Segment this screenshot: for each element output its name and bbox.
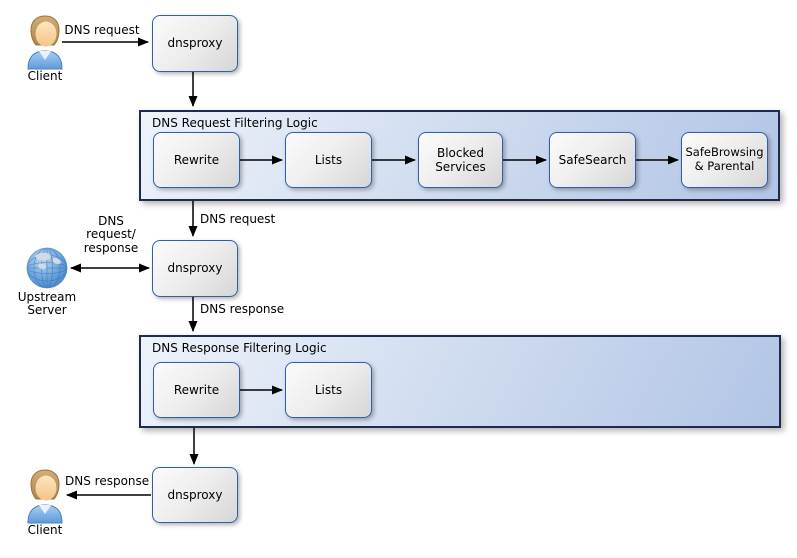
step-lists-request: Lists <box>285 132 372 188</box>
client-top-label: Client <box>27 69 63 83</box>
step-rewrite-response: Rewrite <box>153 362 240 418</box>
step-label: Rewrite <box>173 382 220 397</box>
edge-label-proxy-to-response-filter: DNS response <box>200 302 285 316</box>
client-person-icon <box>27 15 63 70</box>
dns-response-filtering-container: DNS Response Filtering Logic <box>139 335 781 428</box>
edge-label-proxy-to-client: DNS response <box>65 474 150 488</box>
dns-response-filtering-title: DNS Response Filtering Logic <box>152 341 327 355</box>
dnsproxy-node-bottom: dnsproxy <box>152 467 238 523</box>
dnsproxy-node-top: dnsproxy <box>152 15 238 72</box>
dnsproxy-node-mid-label: dnsproxy <box>167 261 223 276</box>
step-label: SafeBrowsing & Parental <box>685 145 764 173</box>
upstream-server-globe-icon <box>26 247 68 289</box>
step-lists-response: Lists <box>285 362 372 418</box>
edge-label-upstream-exchange: DNS request/ response <box>83 214 139 255</box>
edge-label-filter-to-proxy: DNS request <box>200 212 276 226</box>
step-label: Blocked Services <box>435 145 486 174</box>
step-label: SafeSearch <box>558 152 627 167</box>
client-person-icon-bottom <box>27 469 63 524</box>
dnsproxy-node-bottom-label: dnsproxy <box>167 487 223 502</box>
step-safebrowsing-parental: SafeBrowsing & Parental <box>681 132 768 188</box>
step-blocked-services: Blocked Services <box>418 132 503 188</box>
client-bottom-label: Client <box>27 523 63 537</box>
upstream-server-label: Upstream Server <box>17 290 77 318</box>
edge-label-client-to-proxy: DNS request <box>64 23 140 37</box>
dnsproxy-node-mid: dnsproxy <box>152 240 238 297</box>
step-label: Rewrite <box>173 152 220 167</box>
step-safesearch: SafeSearch <box>549 132 636 188</box>
step-label: Lists <box>314 152 343 167</box>
step-label: Lists <box>314 382 343 397</box>
dnsproxy-node-top-label: dnsproxy <box>167 36 223 51</box>
step-rewrite-request: Rewrite <box>153 132 240 188</box>
dns-request-filtering-title: DNS Request Filtering Logic <box>152 116 318 130</box>
